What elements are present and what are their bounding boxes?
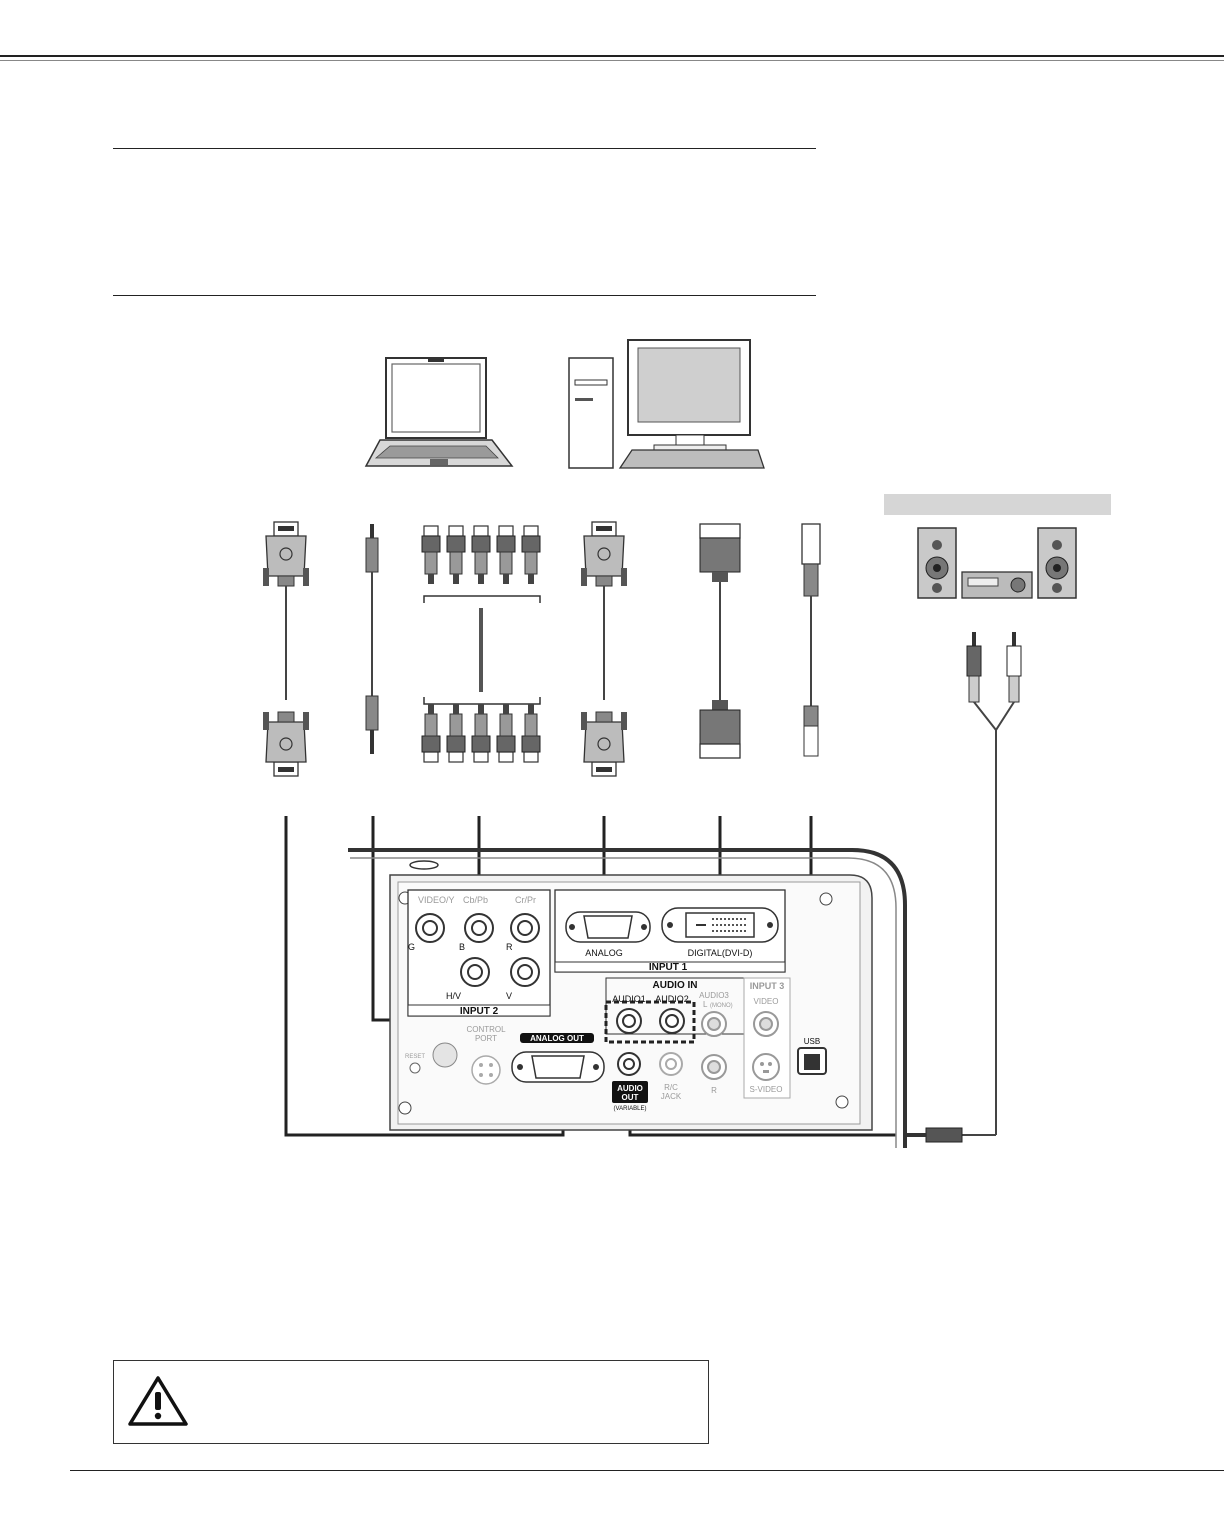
variable-label: (VARIABLE) [614,1106,647,1112]
bnc-port-r [510,913,540,943]
caution-box [113,1360,709,1444]
bnc-hv-label: H/V [446,991,461,1001]
rc-jack [659,1052,683,1076]
analog-out-label: ANALOG OUT [530,1034,584,1043]
audio3-l-jack [701,1011,727,1037]
audio3-label: AUDIO3 [699,991,729,1000]
video-jack [753,1011,779,1037]
audio3-r-label: R [711,1086,717,1095]
digital-label: DIGITAL(DVI-D) [688,948,753,958]
audio-out-jack [617,1052,641,1076]
vga-cable-2 [580,521,628,777]
audio3-l-label: L [703,1000,708,1009]
mini-jack-cable [365,524,379,754]
rc-jack-label-1: R/C [664,1083,678,1092]
reset-label: RESET [405,1054,425,1060]
audio-out-label-1: AUDIO [617,1084,643,1093]
bnc-port-g [415,913,445,943]
vga-cable-1 [262,521,310,777]
desktop-computer-icon [568,339,765,469]
bnc-cable-set [421,525,541,763]
section-rule-bottom [113,295,816,296]
audio-out-label-2: OUT [622,1093,639,1102]
section-rule-top [113,148,816,149]
bottom-rule [70,1470,1224,1471]
bnc-r-label: R [506,942,513,952]
projector-panel: VIDEO/Y Cb/Pb Cr/Pr G B R H/V V INPUT 2 … [348,848,907,1148]
bnc-g-label: G [408,942,415,952]
control-port-label-1: CONTROL [466,1025,506,1034]
s-video-label: S-VIDEO [750,1085,783,1094]
input3-label: INPUT 3 [750,981,785,991]
rca-audio-cable [904,632,1022,1143]
s-video-port [752,1053,780,1081]
audio-system-icon [917,527,1077,599]
input2-header-cr: Cr/Pr [515,895,536,905]
control-port-label-2: PORT [475,1034,497,1043]
audio-in-label: AUDIO IN [653,980,698,991]
audio2-label: AUDIO2 [655,994,689,1004]
audio2-jack [659,1008,685,1034]
bnc-b-label: B [459,942,465,952]
analog-label: ANALOG [585,948,623,958]
input2-header-cb: Cb/Pb [463,895,488,905]
dvi-cable [699,523,741,759]
bnc-v-label: V [506,991,512,1001]
audio1-jack [616,1008,642,1034]
video-label: VIDEO [754,997,779,1006]
laptop-icon [364,357,514,467]
bnc-port-v [510,957,540,987]
rc-jack-label-2: JACK [661,1092,682,1101]
audio3-r-jack [701,1054,727,1080]
input1-label: INPUT 1 [649,962,688,973]
caution-icon [128,1376,188,1426]
bnc-port-b [464,913,494,943]
audio3-mono-label: (MONO) [710,1003,733,1009]
bnc-port-hv [460,957,490,987]
audio1-label: AUDIO1 [612,994,646,1004]
input2-label: INPUT 2 [460,1006,499,1017]
input2-header-video: VIDEO/Y [418,895,455,905]
top-rule [0,55,1224,57]
top-rule-thin [0,60,1224,61]
audio-equipment-label-bar [884,494,1111,515]
usb-cable [801,523,821,757]
usb-label: USB [804,1037,820,1046]
